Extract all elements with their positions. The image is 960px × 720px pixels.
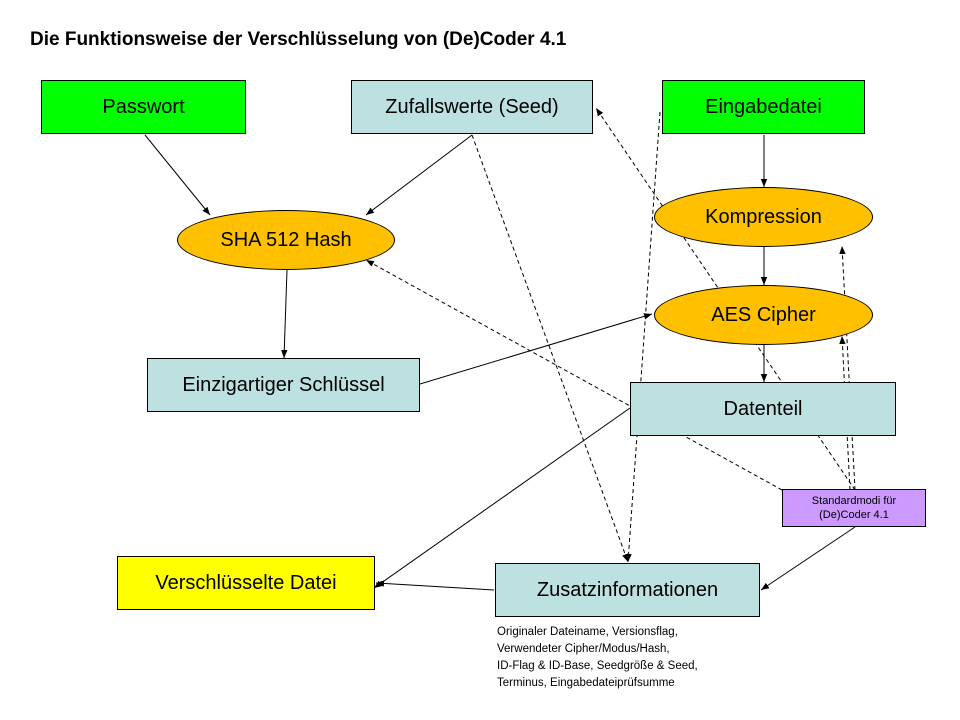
note-line: ID-Flag & ID-Base, Seedgröße & Seed, <box>497 660 698 672</box>
edge-dashed-standard-kompression <box>839 245 856 491</box>
node-aes-cipher: AES Cipher <box>654 285 873 345</box>
edge-sha-schluessel <box>281 269 288 359</box>
note-line: Verwendeter Cipher/Modus/Hash, <box>497 643 670 655</box>
edge-dashed-seed-zusatz <box>471 134 629 563</box>
node-aes-cipher-label: AES Cipher <box>711 303 816 326</box>
node-seed: Zufallswerte (Seed) <box>351 80 593 134</box>
node-schluessel: Einzigartiger Schlüssel <box>147 358 420 412</box>
node-zusatzinformationen-label: Zusatzinformationen <box>536 578 719 601</box>
node-zusatzinformationen: Zusatzinformationen <box>495 563 760 617</box>
diagram-title: Die Funktionsweise der Verschlüsselung v… <box>30 29 567 50</box>
note-line: Originaler Dateiname, Versionsflag, <box>497 626 678 638</box>
edge-datenteil-verschluesselt <box>373 407 631 589</box>
node-kompression-label: Kompression <box>705 205 822 228</box>
node-kompression: Kompression <box>654 187 873 247</box>
node-sha-hash-label: SHA 512 Hash <box>220 228 352 251</box>
node-verschluesselte-datei-label: Verschlüsselte Datei <box>155 571 337 594</box>
node-eingabedatei: Eingabedatei <box>662 80 865 134</box>
edge-dashed-eingabe-zusatz <box>625 111 661 563</box>
note-line: Terminus, Eingabedateiprüfsumme <box>497 677 675 689</box>
edge-passwort-sha <box>144 134 211 216</box>
node-standardmodi: Standardmodi für (De)Coder 4.1 <box>782 489 926 527</box>
node-schluessel-label: Einzigartiger Schlüssel <box>182 373 385 396</box>
edge-zusatz-verschluesselt <box>375 580 495 591</box>
edge-schluessel-aes <box>419 313 653 385</box>
node-sha-hash: SHA 512 Hash <box>177 210 395 270</box>
node-eingabedatei-label: Eingabedatei <box>705 95 822 118</box>
edge-dashed-standard-sha <box>365 259 783 491</box>
node-standardmodi-line2: (De)Coder 4.1 <box>819 509 889 521</box>
zusatzinformationen-note: Originaler Dateiname, Versionsflag, Verw… <box>497 624 698 692</box>
edge-standard-zusatz <box>760 526 856 591</box>
node-standardmodi-line1: Standardmodi für <box>811 495 897 507</box>
node-verschluesselte-datei: Verschlüsselte Datei <box>117 556 375 610</box>
node-datenteil-label: Datenteil <box>723 397 803 420</box>
node-passwort: Passwort <box>41 80 246 134</box>
node-seed-label: Zufallswerte (Seed) <box>385 95 559 118</box>
node-datenteil: Datenteil <box>630 382 896 436</box>
node-passwort-label: Passwort <box>102 95 185 118</box>
edge-seed-sha <box>365 134 473 216</box>
